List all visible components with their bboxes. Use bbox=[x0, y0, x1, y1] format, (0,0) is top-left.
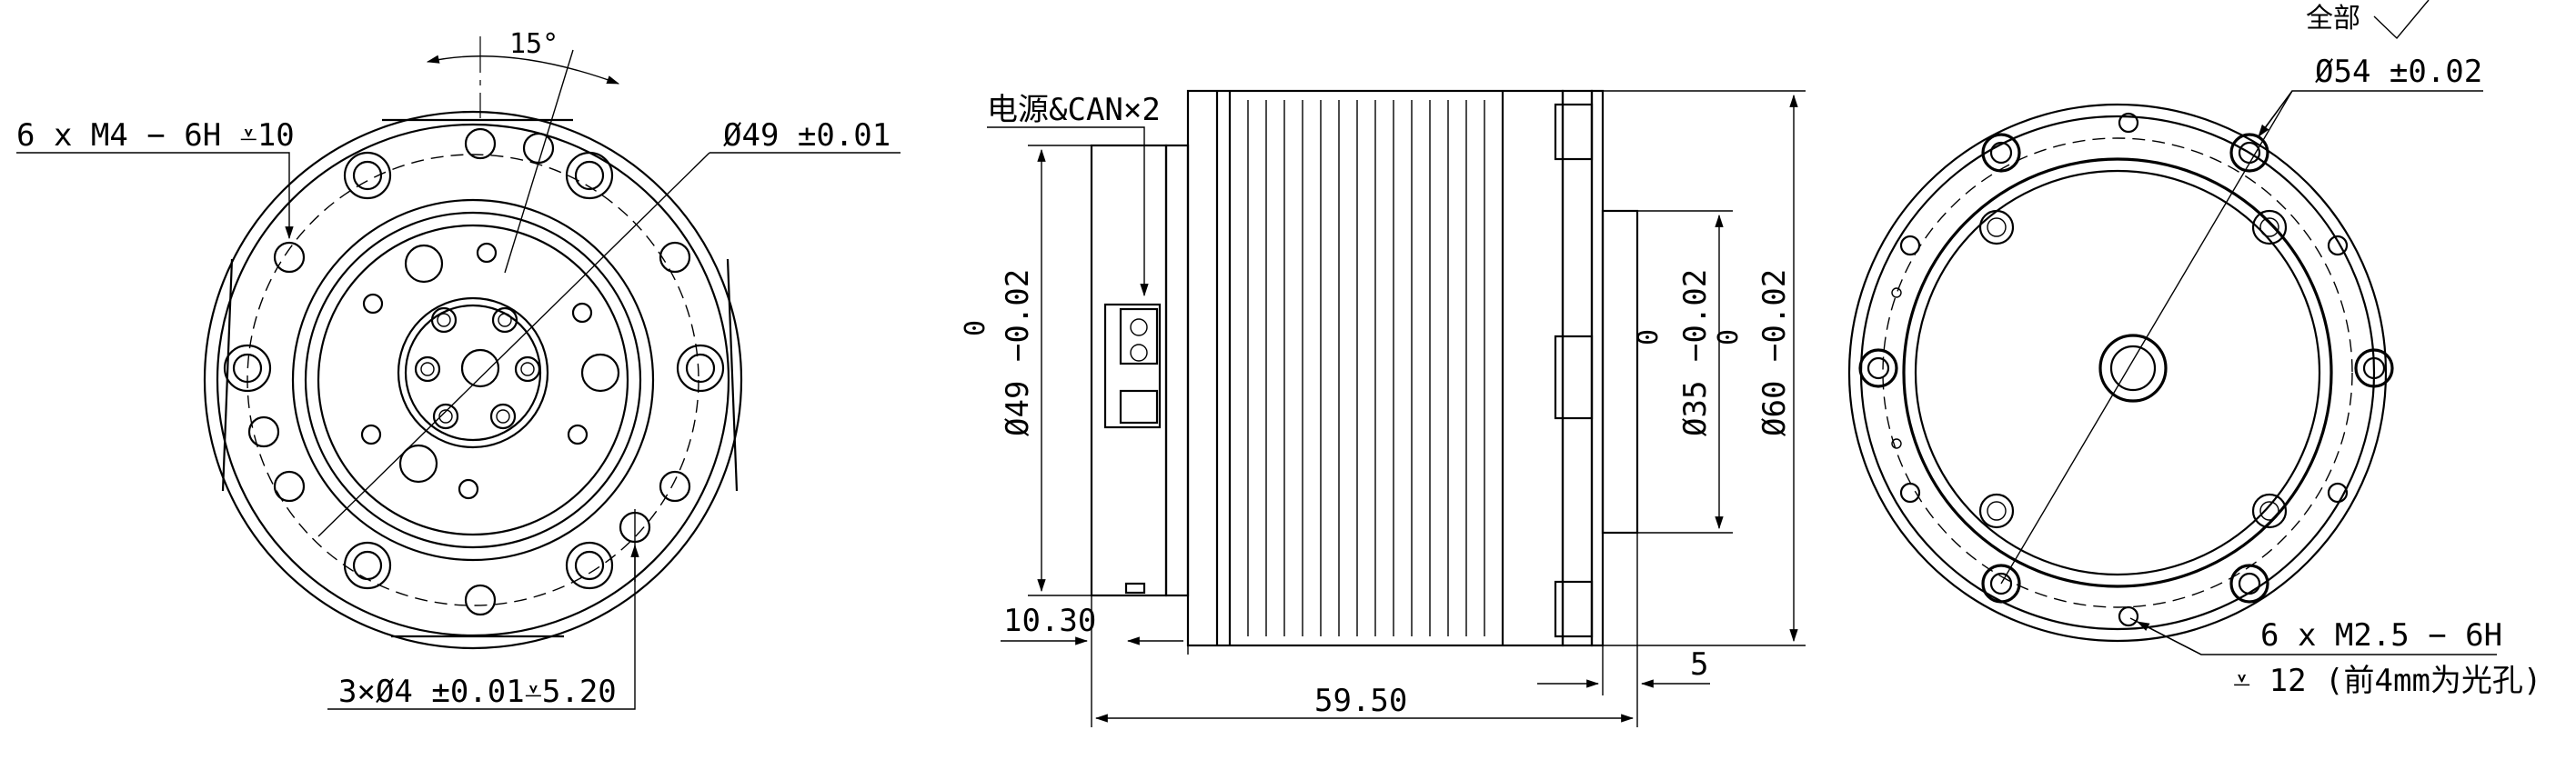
front-hub-outer bbox=[291, 198, 655, 562]
side-view: 电源&CAN×2 0 Ø49 −0.02 0 Ø35 −0.02 0 Ø60 −… bbox=[960, 89, 1806, 727]
side-connector-label: 电源&CAN×2 bbox=[987, 92, 1161, 128]
rear-thread-label-1: 6 x M2.5 − 6H bbox=[2260, 617, 2502, 654]
rear-diameter-leader bbox=[2259, 90, 2483, 135]
side-connector-bottom bbox=[1119, 389, 1159, 425]
side-dim35-zero: 0 bbox=[1633, 329, 1665, 345]
front-center-boss-inner bbox=[404, 304, 542, 442]
side-flange-bolt-top bbox=[1554, 103, 1594, 161]
side-flange-bolt-bottom bbox=[1554, 580, 1594, 638]
front-flange-slots bbox=[221, 118, 739, 638]
front-hub-inner bbox=[304, 211, 642, 549]
rear-flange-chamfer bbox=[1859, 115, 2376, 631]
front-diameter-line bbox=[317, 152, 710, 537]
rear-main-face bbox=[1902, 157, 2333, 588]
side-left-cap bbox=[1090, 144, 1168, 597]
front-center-hole bbox=[460, 348, 500, 388]
side-connector-body bbox=[1103, 303, 1162, 429]
rear-diameter-arrow bbox=[2258, 90, 2293, 137]
front-bolt-heads bbox=[223, 151, 725, 590]
side-connector-screw-1 bbox=[1130, 318, 1148, 336]
side-dim1030-label: 10.30 bbox=[1003, 603, 1096, 639]
rear-bolt-heads bbox=[1858, 133, 2394, 604]
front-center-boss bbox=[397, 296, 549, 449]
side-connector-screw-2 bbox=[1130, 344, 1148, 362]
rear-surface-symbol bbox=[2373, 0, 2430, 40]
front-outer-flange bbox=[203, 110, 743, 650]
side-dim35-label: Ø35 −0.02 bbox=[1677, 269, 1714, 436]
side-flange-edge bbox=[1590, 89, 1605, 647]
side-dim5950-label: 59.50 bbox=[1314, 683, 1407, 719]
rear-view: 全部 Ø54 ±0.02 6 x M2.5 − 6H ⩡ 12 (前4mm为光孔… bbox=[1847, 0, 2541, 699]
side-cap-ring bbox=[1164, 144, 1190, 597]
side-flange-bolt-mid bbox=[1554, 335, 1594, 420]
side-connector-top bbox=[1119, 307, 1159, 365]
rear-diameter-line bbox=[2000, 90, 2293, 585]
front-angle-line bbox=[504, 49, 574, 274]
rear-thread-label-2: ⩡ 12 (前4mm为光孔) bbox=[2233, 663, 2541, 699]
side-bottom-tab bbox=[1124, 582, 1146, 595]
side-connector-leader bbox=[987, 126, 1149, 297]
rear-flange-small-holes bbox=[1891, 112, 2349, 627]
side-output-shaft bbox=[1601, 209, 1639, 535]
front-face-holes bbox=[360, 242, 620, 500]
rear-bolt-circle bbox=[1882, 137, 2353, 608]
front-bolt-circle bbox=[247, 154, 699, 606]
rear-surface-label: 全部 bbox=[2306, 3, 2360, 35]
rear-center-hole-outer bbox=[2098, 334, 2168, 403]
front-thread-leader bbox=[16, 152, 294, 240]
front-diameter-label: Ø49 ±0.01 bbox=[723, 117, 891, 154]
rear-outer-flange bbox=[1847, 103, 2388, 643]
front-view: 15° 6 x M4 − 6H ⩡10 Ø49 ±0.01 3×Ø4 ±0.01… bbox=[16, 28, 901, 710]
front-outer-holes bbox=[247, 127, 691, 616]
side-dim60-label: Ø60 −0.02 bbox=[1756, 269, 1793, 436]
rear-thread-arrow bbox=[2136, 621, 2202, 655]
side-dim60-zero: 0 bbox=[1713, 329, 1745, 345]
front-thread-label: 6 x M4 − 6H ⩡10 bbox=[16, 117, 295, 154]
rear-diameter-label: Ø54 ±0.02 bbox=[2315, 54, 2482, 90]
front-angle-label: 15° bbox=[509, 28, 558, 60]
front-pin-label: 3×Ø4 ±0.01⩡5.20 bbox=[338, 674, 617, 710]
rear-center-hole-inner bbox=[2109, 345, 2157, 392]
front-flange-chamfer bbox=[216, 123, 730, 637]
front-boss-holes bbox=[414, 306, 541, 430]
front-angle-arc bbox=[426, 55, 620, 85]
side-right-flange bbox=[1561, 89, 1594, 647]
rear-face-holes bbox=[1978, 209, 2288, 529]
front-face bbox=[317, 224, 629, 536]
side-dim49-label: Ø49 −0.02 bbox=[1000, 269, 1036, 436]
side-dim5-label: 5 bbox=[1690, 646, 1708, 683]
rear-main-face-inner bbox=[1914, 169, 2321, 576]
side-cooling-fins bbox=[1215, 91, 1504, 645]
side-dim49-zero: 0 bbox=[960, 320, 991, 336]
